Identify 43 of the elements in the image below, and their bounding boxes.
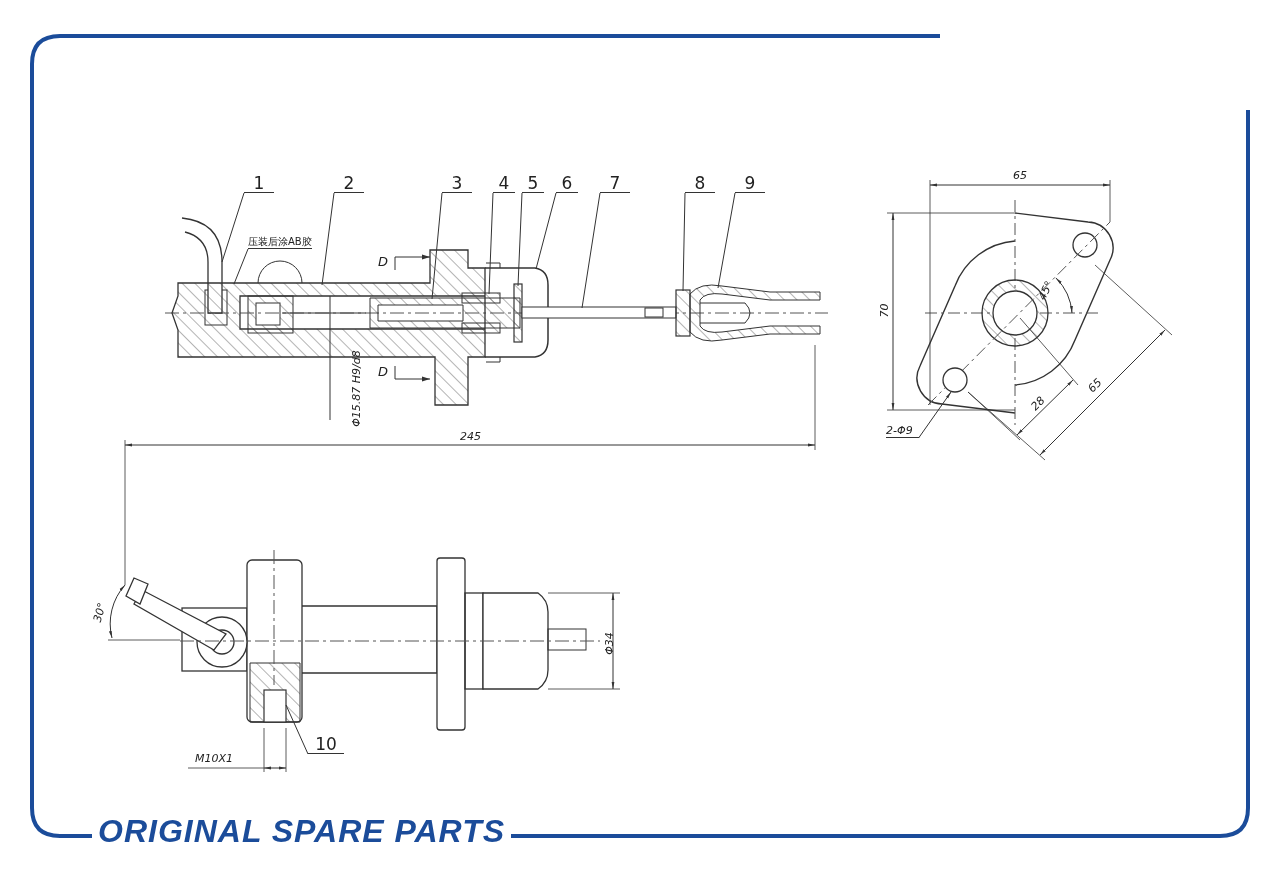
leader-line xyxy=(517,192,523,287)
seal-ring xyxy=(461,292,501,334)
push-rod xyxy=(521,306,677,319)
dimension-text: 28 xyxy=(1029,394,1047,413)
callout-number: 3 xyxy=(442,174,472,193)
leader-line xyxy=(321,192,335,286)
dimension-text: 65 xyxy=(1086,376,1104,395)
dimension-text: 45° xyxy=(1036,279,1055,302)
leader-line xyxy=(918,391,952,439)
dimension-text: 65 xyxy=(1013,170,1027,181)
leader-line xyxy=(233,248,249,285)
callout-number: 2 xyxy=(334,174,364,193)
leader-line xyxy=(581,192,601,309)
leader-line xyxy=(535,192,557,270)
leader-line xyxy=(488,192,494,295)
dimension-text: 2-Φ9 xyxy=(886,424,919,438)
dimension-text: M10X1 xyxy=(195,753,234,764)
dimension-text: 245 xyxy=(460,431,481,442)
section-mark: D xyxy=(378,365,388,378)
clevis-fork xyxy=(689,284,821,342)
dust-boot xyxy=(484,262,549,363)
dimension-text: 70 xyxy=(878,303,890,318)
callout-number: 10 xyxy=(308,735,344,754)
callout-number: 1 xyxy=(244,174,274,193)
bleed-screw xyxy=(263,689,287,723)
callout-number: 7 xyxy=(600,174,630,193)
callout-number: 8 xyxy=(685,174,715,193)
leader-line xyxy=(285,704,309,755)
note-text: 压装后涂AB胶 xyxy=(248,235,312,249)
callout-number: 4 xyxy=(493,174,515,193)
section-mark: D xyxy=(378,255,388,268)
dimension-text: 30° xyxy=(91,601,108,624)
dimension-text: Φ15.87 H9/d8 xyxy=(350,350,362,427)
leader-line xyxy=(221,192,245,263)
leader-line xyxy=(717,192,736,289)
callout-number: 9 xyxy=(735,174,765,193)
callout-number: 6 xyxy=(556,174,578,193)
dimension-text: Φ34 xyxy=(603,632,615,655)
leader-line xyxy=(431,192,443,300)
leader-line xyxy=(682,192,686,292)
callout-number: 5 xyxy=(522,174,544,193)
lock-nut xyxy=(675,289,691,337)
mounting-hole xyxy=(942,367,968,393)
